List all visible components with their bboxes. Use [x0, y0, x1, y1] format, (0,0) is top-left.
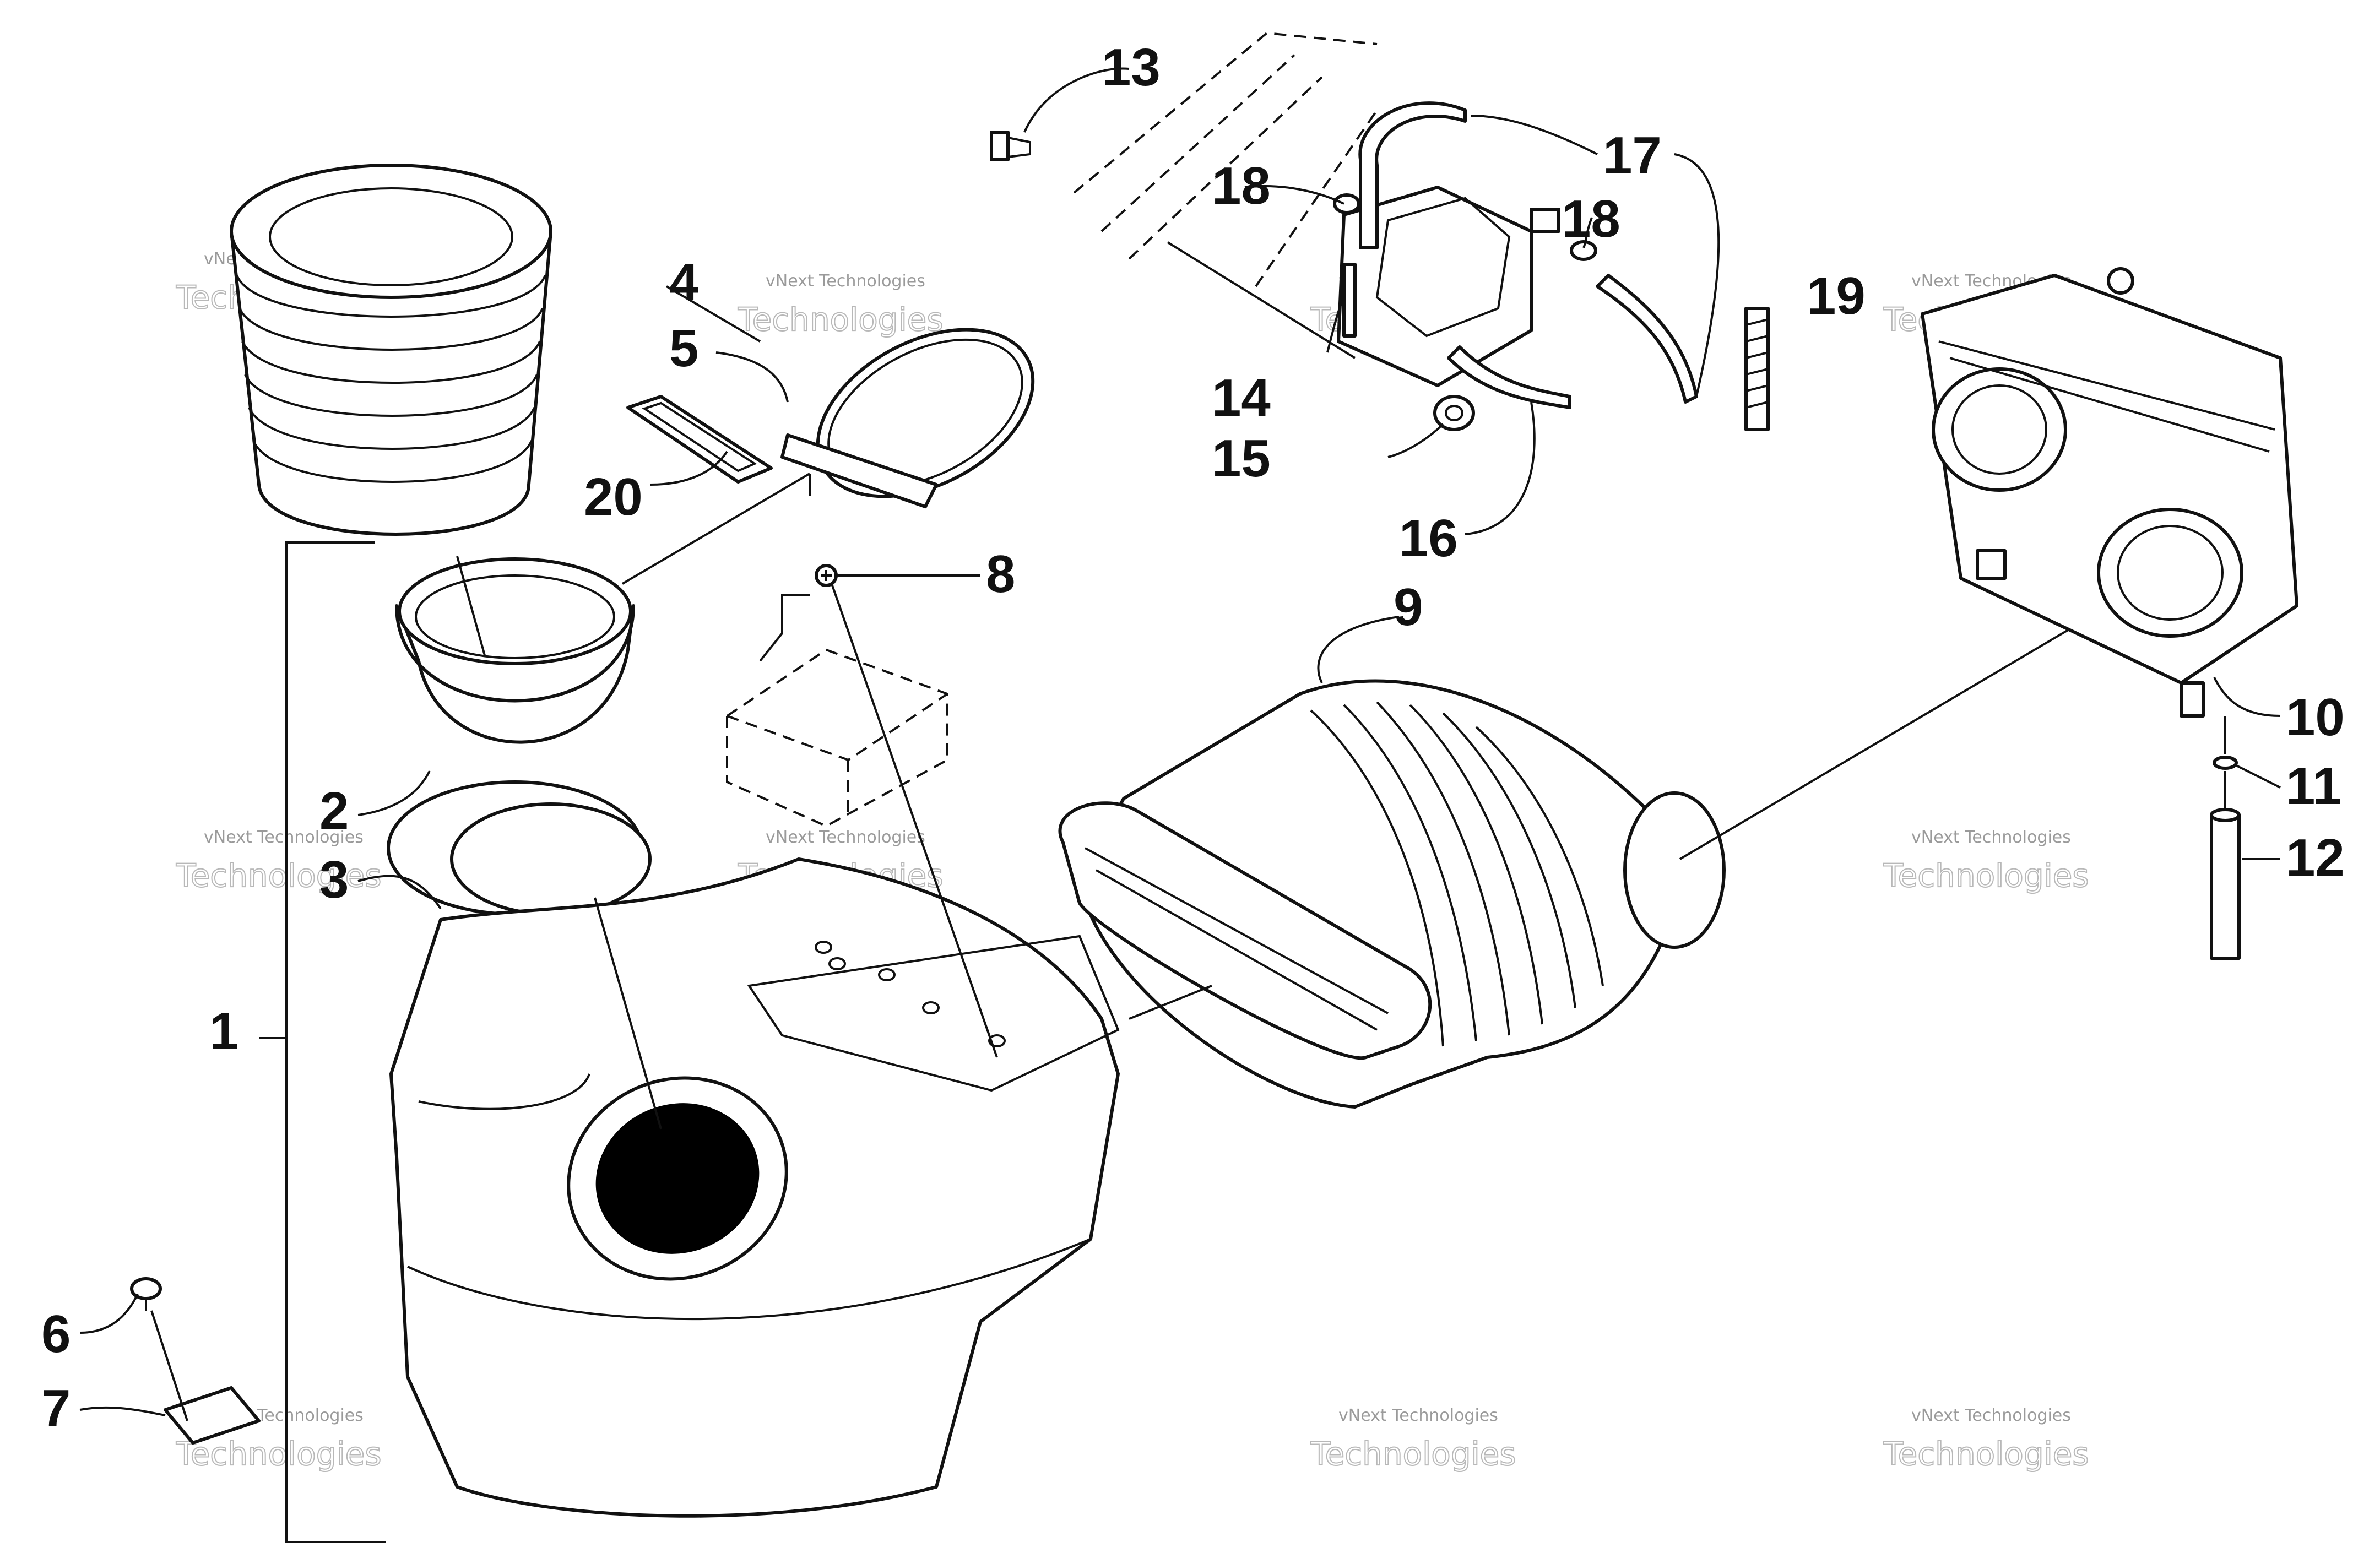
callout-14: 14 — [1212, 368, 1271, 427]
callout-5: 5 — [669, 319, 698, 378]
part-17-hose — [1358, 101, 1698, 404]
watermark-text: vNext Technologies — [766, 828, 925, 847]
callout-16: 16 — [1399, 509, 1458, 568]
part-10-carburetor — [1921, 267, 2298, 718]
part-3-fuel-tank — [389, 857, 1120, 1518]
watermark-text: vNext Technologies — [1911, 1406, 2071, 1425]
callout-1: 1 — [209, 1002, 238, 1061]
callout-8: 8 — [986, 545, 1015, 604]
assembly-bracket-1 — [259, 541, 386, 1543]
callout-13: 13 — [1102, 38, 1161, 97]
callouts: 1 2 3 4 5 6 7 8 9 10 11 12 13 14 15 16 1… — [41, 38, 2345, 1438]
part-16-hose — [1447, 345, 1571, 409]
callout-6: 6 — [41, 1305, 71, 1364]
callout-11: 11 — [2286, 757, 2341, 816]
watermark-text: Technologies — [1883, 857, 2089, 894]
callout-18: 18 — [1212, 156, 1271, 215]
callout-15: 15 — [1212, 429, 1271, 488]
part-15-nut — [1433, 395, 1475, 431]
callout-7: 7 — [41, 1379, 71, 1438]
part-14-fuel-pump — [1337, 186, 1560, 387]
callout-4: 4 — [669, 253, 698, 312]
mounting-surface — [1073, 31, 1378, 359]
callout-2: 2 — [319, 781, 349, 840]
callout-12: 12 — [2286, 828, 2345, 887]
part-6-cap — [130, 1277, 162, 1311]
part-5-clamp — [780, 328, 1035, 508]
callout-3: 3 — [319, 850, 349, 909]
part-19-spring — [1744, 307, 1770, 431]
part-8-screw — [815, 564, 998, 1058]
part-12-hose — [2210, 716, 2241, 960]
leader-lines — [79, 67, 2281, 1416]
watermark-text: Technologies — [738, 301, 944, 338]
watermark-text: Technologies — [176, 857, 382, 894]
callout-17: 17 — [1603, 126, 1662, 185]
part-9-intake-boot — [1058, 588, 2138, 1109]
watermark-text: vNext Technologies — [1911, 828, 2071, 847]
watermark-text: Technologies — [1883, 1435, 2089, 1473]
callout-18: 18 — [1562, 189, 1620, 248]
watermark-text: vNext Technologies — [766, 271, 925, 291]
dashed-bracket — [621, 473, 948, 828]
part-4-bellows-boot — [230, 164, 552, 536]
watermark-text: vNext Technologies — [204, 828, 364, 847]
watermark-text: Technologies — [1310, 1435, 1516, 1473]
callout-9: 9 — [1394, 578, 1423, 637]
part-20-plate — [626, 395, 773, 484]
callout-20: 20 — [584, 468, 643, 526]
watermark-text: Technologies — [176, 1435, 382, 1473]
part-13-screw — [990, 131, 1031, 161]
watermark-text: vNext Technologies — [1338, 1406, 1498, 1425]
part-2-filler-neck — [387, 557, 652, 916]
callout-10: 10 — [2286, 688, 2345, 747]
part-11-clip — [2213, 756, 2238, 770]
part-7-plate — [150, 1310, 261, 1445]
callout-19: 19 — [1807, 267, 1866, 325]
part-18-clamps — [1333, 193, 1597, 261]
